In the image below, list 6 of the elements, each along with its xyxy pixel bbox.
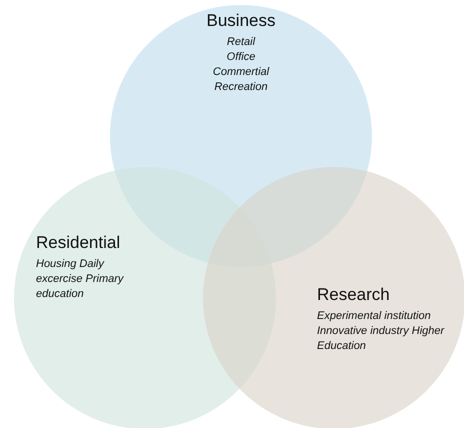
circle-text: Experimental institution Innovative industry Higher Education <box>317 309 446 354</box>
circle-text: Housing Daily excercise Primary education <box>36 257 125 302</box>
circle-heading: Research <box>317 285 390 305</box>
circle-text: Retail Office Commertial Recreation <box>212 35 270 95</box>
circle-heading: Business <box>206 11 276 31</box>
circle-heading: Residential <box>36 233 120 253</box>
